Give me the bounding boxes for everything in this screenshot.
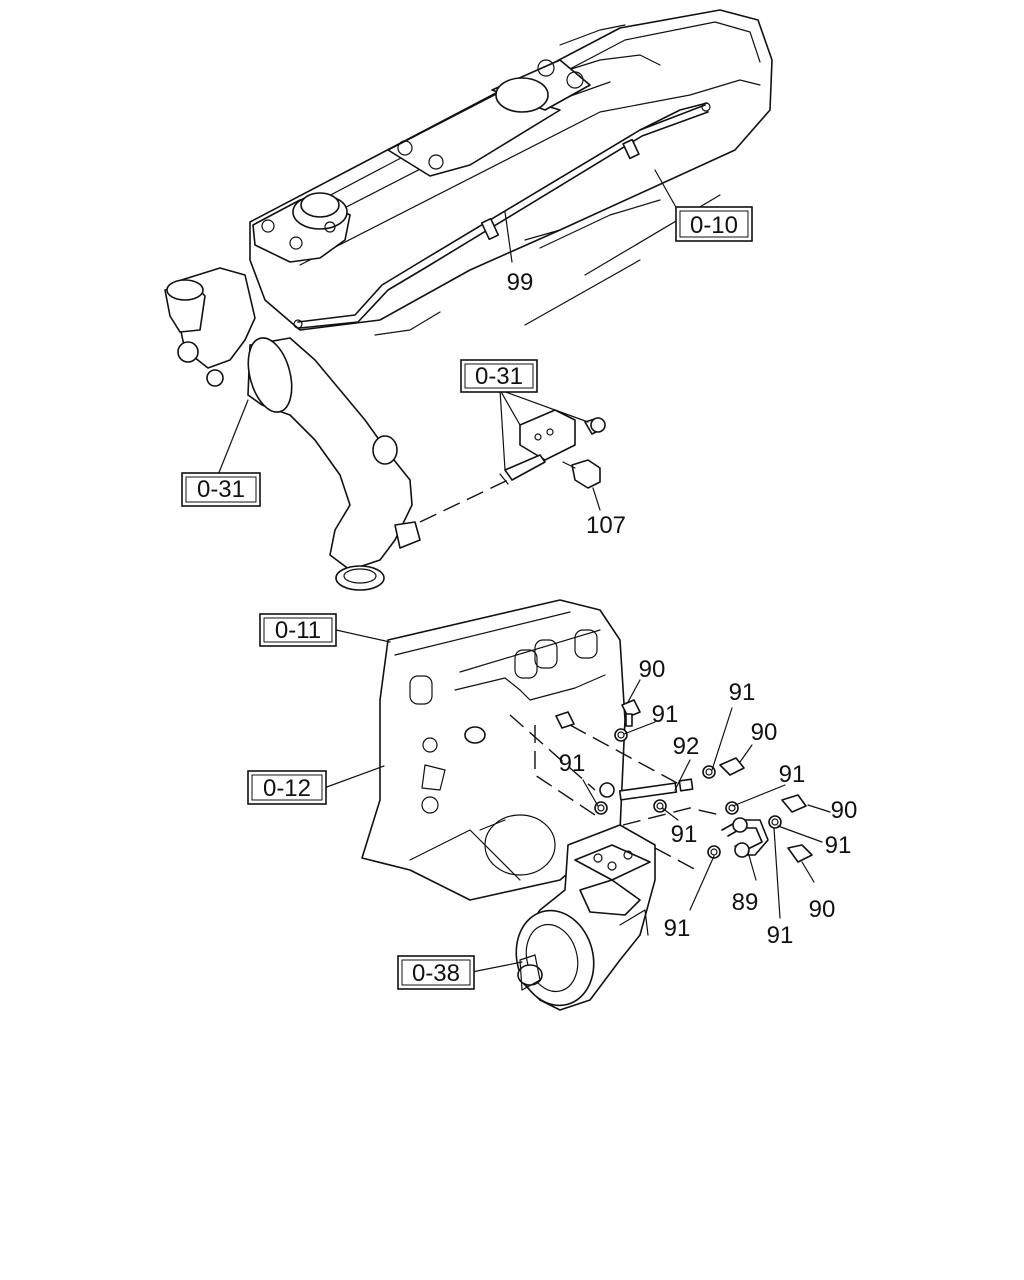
reference-text: 0-31 [197,476,245,503]
part-number-89: 89 [732,889,759,916]
reference-text: 0-31 [475,363,523,390]
breather-pipe [293,102,711,329]
reference-label-0-10: 0-10 [675,206,753,242]
part-number-90: 90 [809,896,836,923]
part-number-91: 91 [652,701,679,728]
leader-lines-top [217,169,683,511]
reference-text: 0-12 [263,775,311,802]
part-number-92: 92 [673,733,700,760]
water-outlet-pipe [164,267,509,591]
leader-lines-bottom [323,629,831,973]
cylinder-block [361,599,626,901]
part-number-91: 91 [779,761,806,788]
oil-pipe-fittings [555,699,813,873]
part-number-107: 107 [586,512,626,539]
reference-label-0-31-pipe: 0-31 [181,472,261,507]
reference-label-0-31-bracket: 0-31 [460,359,538,393]
cylinder-head-cover [249,9,773,336]
part-number-99: 99 [507,269,534,296]
part-number-91: 91 [767,922,794,949]
reference-text: 0-38 [412,960,460,987]
air-compressor [515,824,656,1011]
reference-label-0-38: 0-38 [397,955,475,990]
part-number-91: 91 [664,915,691,942]
part-number-90: 90 [751,719,778,746]
reference-label-0-12: 0-12 [247,770,327,805]
part-number-90: 90 [639,656,666,683]
part-numbers: 99 107 90 91 91 92 91 90 91 91 90 91 91 … [507,269,858,949]
part-number-91: 91 [825,832,852,859]
bracket-group [499,409,606,489]
reference-label-0-11: 0-11 [259,613,337,647]
part-number-90: 90 [831,797,858,824]
reference-text: 0-11 [275,617,321,644]
reference-text: 0-10 [690,212,738,239]
part-number-91: 91 [559,750,586,777]
part-number-91: 91 [671,821,698,848]
part-number-91: 91 [729,679,756,706]
